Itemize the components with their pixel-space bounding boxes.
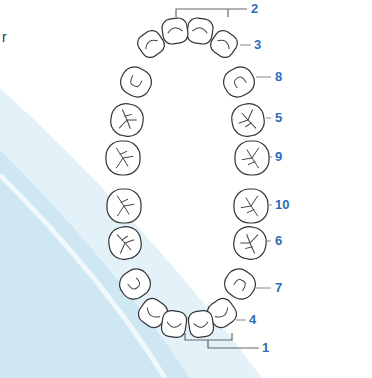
tooth-detail <box>239 232 258 254</box>
callout-number: r <box>2 30 7 44</box>
tooth-outline <box>108 101 145 138</box>
tooth-detail <box>217 37 231 49</box>
tooth <box>220 264 261 304</box>
leader-line <box>270 157 272 158</box>
tooth-detail <box>166 322 181 329</box>
callout-number: 4 <box>249 313 256 327</box>
tooth-outline <box>106 141 140 175</box>
tooth <box>107 189 141 223</box>
tooth <box>231 224 268 261</box>
tooth-outline <box>115 264 156 304</box>
tooth-detail <box>241 196 258 216</box>
tooth-detail <box>234 278 248 291</box>
tooth-outline <box>220 264 261 304</box>
leader-line <box>267 241 271 242</box>
callout-number: 7 <box>275 281 282 295</box>
callout-number: 6 <box>275 234 282 248</box>
tooth <box>161 17 189 45</box>
tooth-detail <box>128 278 142 291</box>
tooth-detail <box>237 109 256 131</box>
tooth-outline <box>234 189 268 223</box>
tooth <box>108 101 145 138</box>
tooth <box>207 27 240 60</box>
tooth <box>219 62 259 101</box>
tooth-outline <box>229 101 266 138</box>
leader-line <box>256 288 271 289</box>
tooth-detail <box>129 75 143 88</box>
tooth-outline <box>134 27 167 60</box>
brackets <box>176 9 259 348</box>
tooth-detail <box>119 109 138 131</box>
tooth-detail <box>145 307 160 320</box>
tooth <box>106 224 143 261</box>
tooth-outline <box>207 27 240 60</box>
tooth <box>187 309 214 338</box>
tooth-detail <box>233 75 247 88</box>
tooth <box>235 141 269 175</box>
tooth-detail <box>143 37 157 49</box>
tooth <box>106 141 140 175</box>
leader-line <box>266 118 271 119</box>
tooth-outline <box>106 224 143 261</box>
tooth-detail <box>194 322 209 329</box>
teeth-group <box>106 17 269 339</box>
tooth-outline <box>160 309 187 338</box>
tooth-outline <box>186 17 214 45</box>
tooth-detail <box>242 148 259 168</box>
callout-number: 8 <box>275 70 282 84</box>
tooth-outline <box>187 309 214 338</box>
tooth-detail <box>192 27 207 33</box>
tooth-outline <box>116 62 156 101</box>
tooth-detail <box>116 148 133 168</box>
background-stripe <box>0 175 165 378</box>
callout-number: 1 <box>262 341 269 355</box>
tooth <box>116 62 156 101</box>
leader-lines <box>236 45 272 320</box>
leader-line <box>236 320 246 321</box>
bracket <box>176 9 247 17</box>
bracket <box>185 333 259 348</box>
tooth-detail <box>117 196 134 216</box>
callout-number: 2 <box>251 2 258 16</box>
tooth <box>186 17 214 45</box>
tooth <box>229 101 266 138</box>
callout-number: 10 <box>275 198 289 212</box>
tooth <box>160 309 187 338</box>
tooth-detail <box>215 307 230 320</box>
tooth-outline <box>235 141 269 175</box>
tooth <box>234 189 268 223</box>
tooth-outline <box>219 62 259 101</box>
leader-line <box>268 205 272 206</box>
callout-number: 3 <box>254 38 261 52</box>
background-swoosh <box>0 150 190 378</box>
leader-line <box>256 77 271 78</box>
tooth-detail <box>167 27 182 33</box>
tooth-outline <box>231 224 268 261</box>
background-swoosh <box>0 88 262 378</box>
callout-number: 5 <box>275 111 282 125</box>
tooth-outline <box>107 189 141 223</box>
tooth-detail <box>117 232 136 254</box>
callout-number: 9 <box>275 150 282 164</box>
tooth <box>115 264 156 304</box>
leader-line <box>240 45 251 46</box>
tooth-outline <box>161 17 189 45</box>
tooth <box>134 27 167 60</box>
